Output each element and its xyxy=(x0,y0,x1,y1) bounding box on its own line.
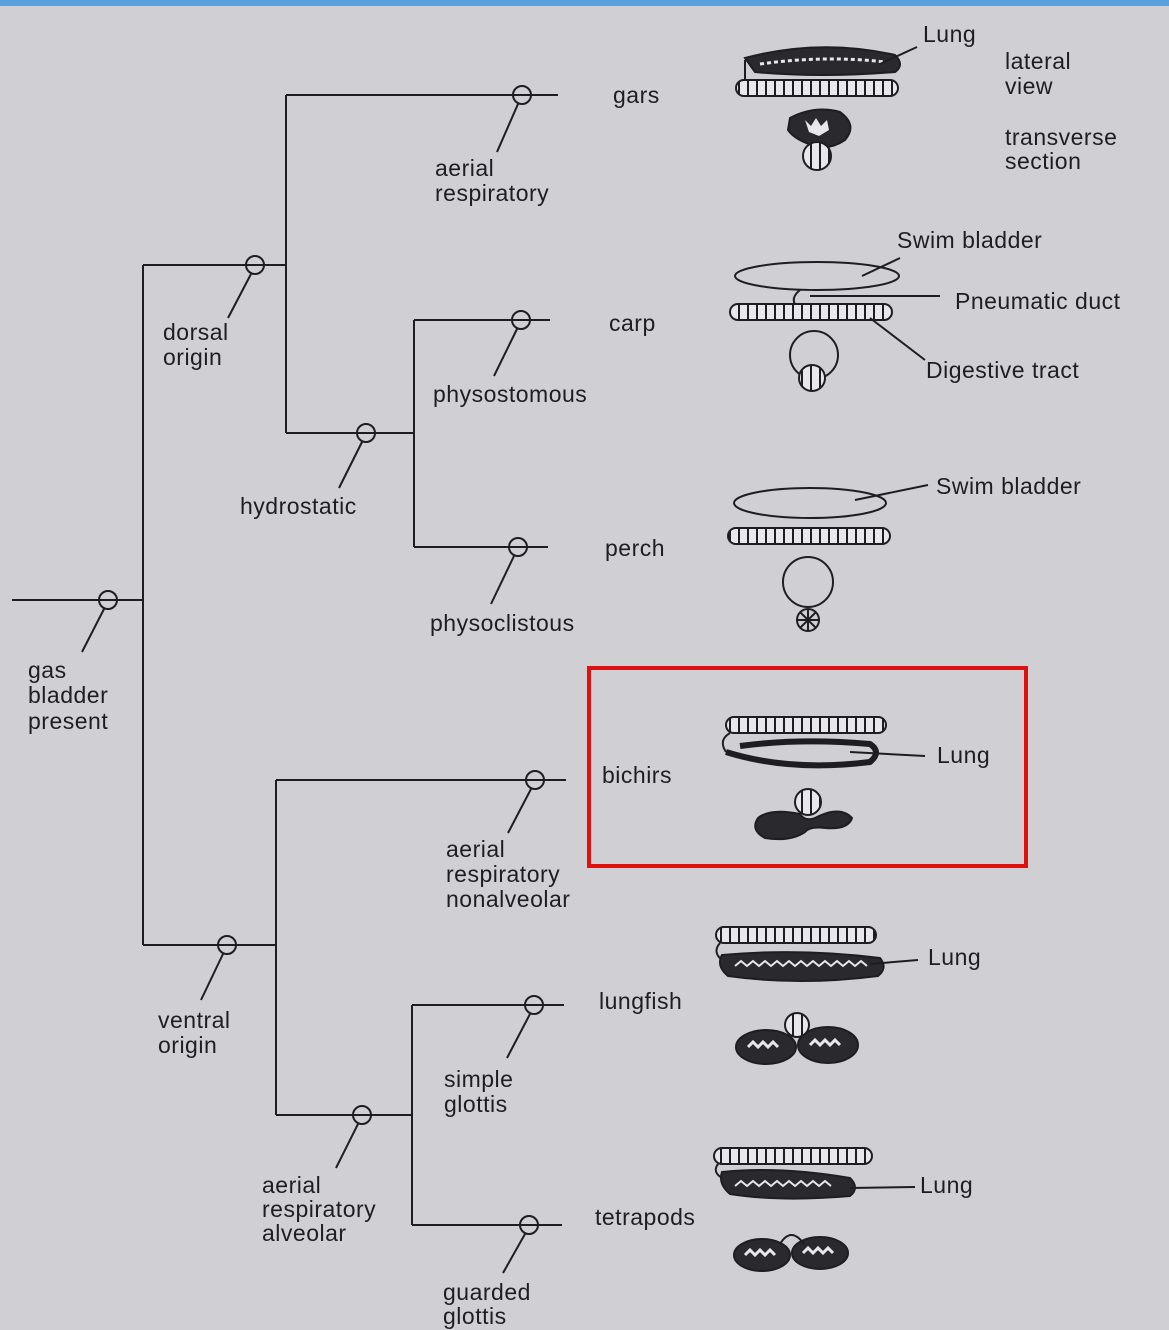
gars-gut-section xyxy=(802,141,832,171)
annotation-lateral-view: lateral view xyxy=(1005,48,1078,99)
leader-digestive-tract xyxy=(869,317,926,361)
marker-guarded-glottis xyxy=(502,1215,539,1274)
taxon-tetrapods: tetrapods xyxy=(595,1204,695,1230)
gars-digestive-tract xyxy=(735,79,899,97)
carp-illustration: Swim bladder Pneumatic duct Digestive tr… xyxy=(729,227,1121,392)
annotation-gars-lung: Lung xyxy=(923,21,976,47)
marker-dorsal-origin xyxy=(227,255,265,319)
label-physoclistous: physoclistous xyxy=(430,610,575,636)
marker-simple-glottis xyxy=(506,995,544,1059)
lungfish-digestive-tract xyxy=(715,926,877,944)
marker-alveolar xyxy=(335,1105,372,1169)
tetrapods-lung-section-right xyxy=(791,1236,849,1270)
tree-branches xyxy=(12,94,566,1226)
perch-digestive-tract xyxy=(727,527,891,545)
label-gas-bladder-present: gas bladder present xyxy=(28,657,115,734)
gars-illustration: Lung lateral view transverse section xyxy=(735,21,1124,174)
leader-tetrapods-lung xyxy=(849,1186,916,1189)
label-ventral-origin: ventral origin xyxy=(158,1007,237,1058)
bichirs-digestive-tract xyxy=(725,716,887,734)
leader-gars-lung xyxy=(879,46,918,65)
marker-hydrostatic xyxy=(338,423,376,489)
label-aerial-respiratory-nonalveolar: aerial respiratory nonalveolar xyxy=(446,836,570,912)
label-guarded-glottis: guarded glottis xyxy=(443,1279,538,1329)
annotation-pneumatic-duct: Pneumatic duct xyxy=(955,288,1121,314)
leader-carp-swim-bladder xyxy=(861,257,901,277)
taxon-gars: gars xyxy=(613,82,660,108)
leader-perch-swim-bladder xyxy=(854,484,929,501)
label-aerial-respiratory-alveolar: aerial respiratory alveolar xyxy=(262,1172,383,1246)
annotation-perch-swim-bladder: Swim bladder xyxy=(936,473,1081,499)
taxon-labels: gars carp perch bichirs lungfish tetrapo… xyxy=(595,82,695,1230)
bichirs-illustration: Lung xyxy=(721,716,990,841)
character-markers xyxy=(81,85,545,1274)
perch-swim-bladder xyxy=(733,487,887,519)
label-aerial-respiratory-gars: aerial respiratory xyxy=(435,155,549,206)
marker-nonalveolar xyxy=(507,770,545,834)
leader-bichirs-lung xyxy=(849,751,926,757)
taxon-bichirs: bichirs xyxy=(602,762,672,788)
tetrapods-illustration: Lung xyxy=(713,1147,973,1272)
annotation-lungfish-lung: Lung xyxy=(928,944,981,970)
tetrapods-glottis xyxy=(779,1234,805,1245)
gars-lung-lateral xyxy=(743,46,901,76)
annotation-tetrapods-lung: Lung xyxy=(920,1172,973,1198)
annotation-digestive-tract: Digestive tract xyxy=(926,357,1079,383)
lungfish-lung xyxy=(719,951,885,982)
label-dorsal-origin: dorsal origin xyxy=(163,319,236,370)
taxon-carp: carp xyxy=(609,310,656,336)
label-hydrostatic: hydrostatic xyxy=(240,493,357,519)
taxon-lungfish: lungfish xyxy=(599,988,682,1014)
bichirs-lung xyxy=(725,738,879,769)
bichirs-gut-section xyxy=(794,788,822,816)
tetrapods-digestive-tract xyxy=(713,1147,873,1165)
lungfish-illustration: Lung xyxy=(715,926,981,1065)
marker-gas-bladder xyxy=(81,590,118,653)
annotation-carp-swim-bladder: Swim bladder xyxy=(897,227,1042,253)
cladogram-svg: gas bladder present dorsal origin aerial… xyxy=(12,21,1124,1329)
perch-illustration: Swim bladder xyxy=(727,473,1081,632)
highlight-box-bichirs xyxy=(587,666,1028,868)
carp-swim-bladder xyxy=(734,261,900,291)
carp-digestive-tract xyxy=(729,303,893,321)
marker-gars xyxy=(496,85,532,153)
bichirs-lung-section xyxy=(754,810,854,841)
carp-gut-section xyxy=(798,364,826,392)
label-simple-glottis: simple glottis xyxy=(444,1066,520,1117)
lungfish-gut-section xyxy=(784,1012,810,1038)
leader-lungfish-lung xyxy=(869,959,919,965)
annotation-transverse-section: transverse section xyxy=(1005,124,1124,174)
label-physostomous: physostomous xyxy=(433,381,587,407)
marker-physoclistous xyxy=(490,537,528,605)
marker-ventral-origin xyxy=(200,935,237,1001)
cladogram-figure: gas bladder present dorsal origin aerial… xyxy=(0,6,1169,1330)
annotation-bichirs-lung: Lung xyxy=(937,742,990,768)
tetrapods-lung xyxy=(720,1169,856,1200)
node-labels: gas bladder present dorsal origin aerial… xyxy=(28,155,587,1329)
perch-bladder-section xyxy=(782,556,834,608)
tetrapods-lung-section-left xyxy=(733,1238,791,1272)
taxon-perch: perch xyxy=(605,535,665,561)
marker-physostomous xyxy=(493,310,531,377)
